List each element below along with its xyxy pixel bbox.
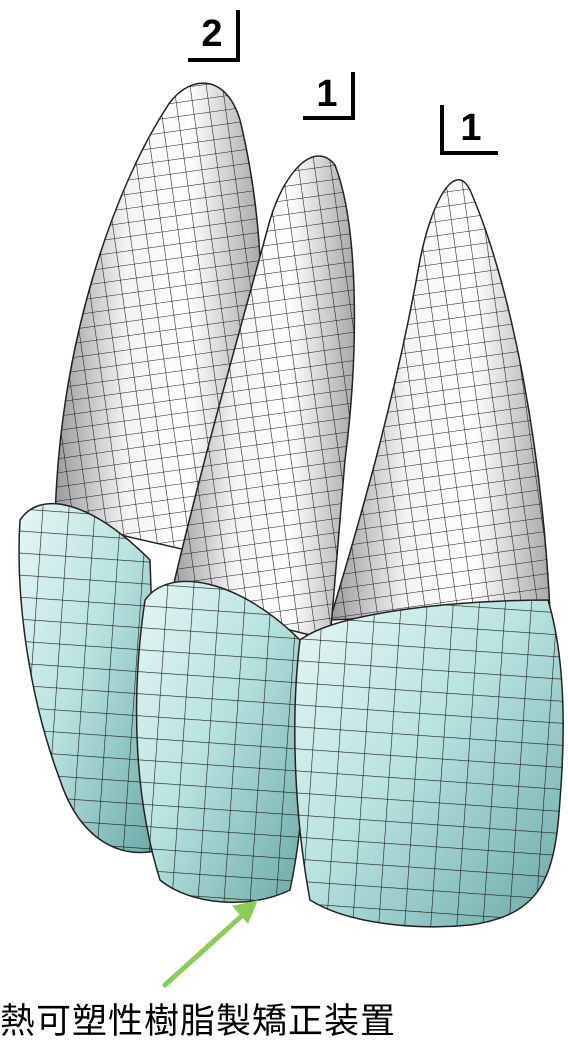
- tooth-number-label-middle: 1: [303, 72, 355, 120]
- aligner-pointer-arrow: [165, 900, 258, 985]
- tooth-number-label-left: 2: [188, 10, 240, 62]
- aligner-caption: 熱可塑性樹脂製矯正装置: [0, 1000, 568, 1044]
- tooth-number-label-right: 1: [440, 105, 498, 155]
